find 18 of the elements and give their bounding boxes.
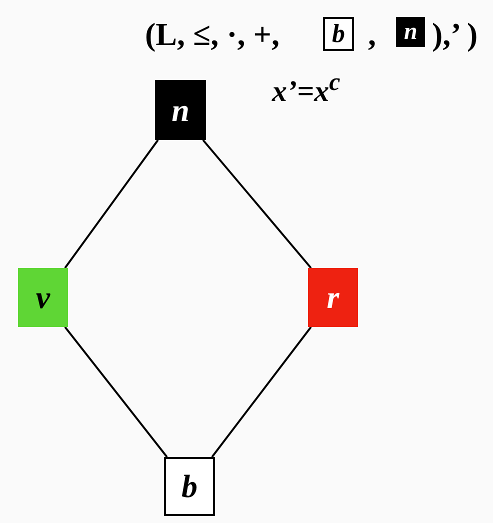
node-label: b: [182, 468, 198, 505]
formula-text: x’=x$^{c}$: [272, 70, 340, 107]
connector-line: [211, 326, 312, 458]
connector-line: [64, 139, 159, 269]
node-label: r: [326, 279, 340, 316]
lattice-node: [155, 80, 206, 140]
connector-line: [64, 326, 168, 458]
connector-line: [202, 139, 312, 269]
formula-text: ),’ ): [432, 18, 478, 50]
formula-text: ,: [368, 18, 376, 50]
formula-text: (L, ≤, ·, +,: [145, 18, 280, 50]
boxed-symbol: n: [396, 17, 426, 47]
lattice-node: [18, 268, 68, 327]
node-label: v: [36, 279, 50, 316]
node-label: n: [172, 92, 190, 128]
lattice-node: [164, 457, 215, 516]
lattice-node: [308, 268, 358, 327]
boxed-symbol: b: [323, 17, 354, 51]
